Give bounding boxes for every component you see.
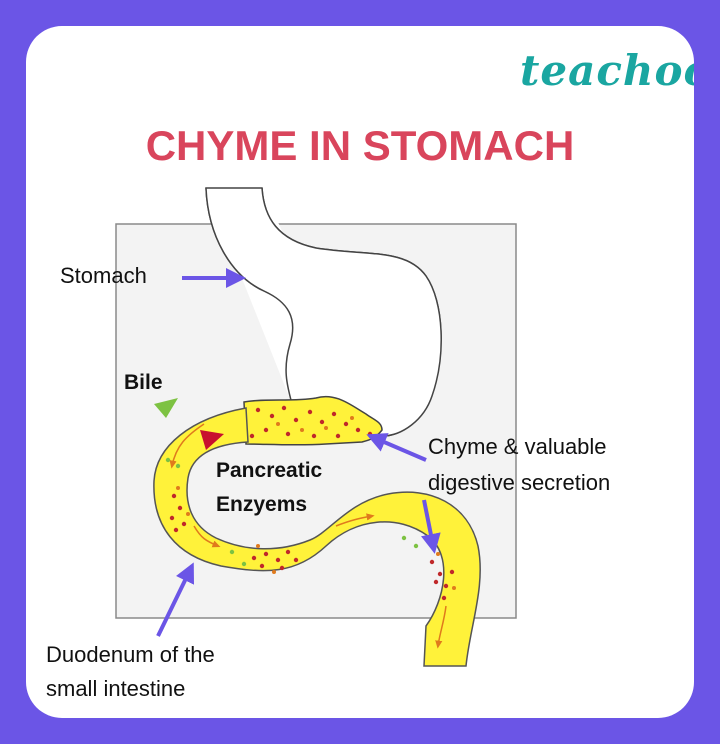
digestive-diagram	[115, 187, 517, 667]
chyme-arrow	[366, 433, 427, 462]
chyme-region	[243, 395, 383, 446]
content-card: teachoo CHYME IN STOMACH	[26, 26, 694, 718]
secretion-arrow	[421, 499, 441, 554]
bile-marker	[154, 398, 178, 418]
chyme-label-line2: digestive secretion	[428, 470, 611, 495]
duodenum-arrow	[156, 562, 195, 637]
duodenum-label-line2: small intestine	[46, 676, 186, 701]
duodenum-label-line1: Duodenum of the	[46, 642, 215, 667]
stomach-label: Stomach	[60, 263, 147, 288]
diagram-title: CHYME IN STOMACH	[145, 122, 575, 169]
stomach-body	[205, 187, 442, 437]
teachoo-logo: teachoo	[520, 46, 694, 95]
chyme-dots	[169, 405, 455, 601]
enzyme-marker	[200, 430, 224, 450]
pancreatic-label-line1: Pancreatic	[216, 459, 323, 482]
chyme-label-line1: Chyme & valuable	[428, 434, 607, 459]
bile-label: Bile	[124, 371, 163, 394]
duodenum-tube	[153, 407, 481, 667]
green-dots	[165, 457, 419, 567]
pancreatic-label-line2: Enzyems	[216, 493, 308, 516]
